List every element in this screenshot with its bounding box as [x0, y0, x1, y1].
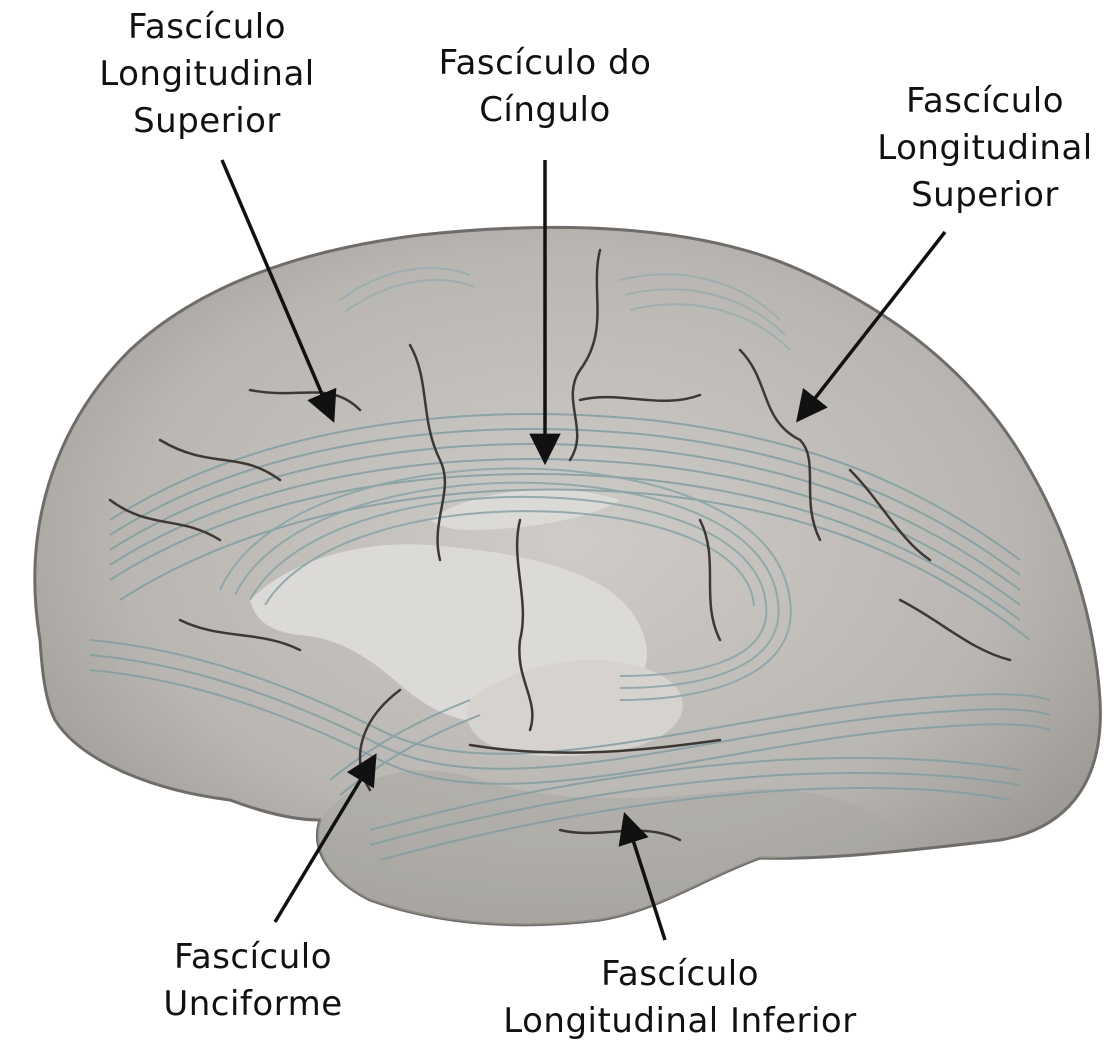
label-line: Superior [840, 172, 1113, 219]
label-line: Longitudinal Inferior [460, 998, 900, 1045]
label-line: Fascículo do [400, 40, 690, 87]
label-line: Fascículo [62, 4, 352, 51]
label-line: Fascículo [840, 78, 1113, 125]
label-line: Fascículo [460, 951, 900, 998]
label-line: Fascículo [128, 934, 378, 981]
label-uncinate-fasciculus: Fascículo Unciforme [128, 934, 378, 1028]
label-line: Superior [62, 98, 352, 145]
label-superior-longitudinal-fasciculus-left: Fascículo Longitudinal Superior [62, 4, 352, 145]
label-line: Longitudinal [62, 51, 352, 98]
label-line: Unciforme [128, 981, 378, 1028]
label-cingulum-fasciculus: Fascículo do Cíngulo [400, 40, 690, 134]
label-inferior-longitudinal-fasciculus: Fascículo Longitudinal Inferior [460, 951, 900, 1045]
label-superior-longitudinal-fasciculus-right: Fascículo Longitudinal Superior [840, 78, 1113, 219]
label-line: Longitudinal [840, 125, 1113, 172]
label-line: Cíngulo [400, 87, 690, 134]
